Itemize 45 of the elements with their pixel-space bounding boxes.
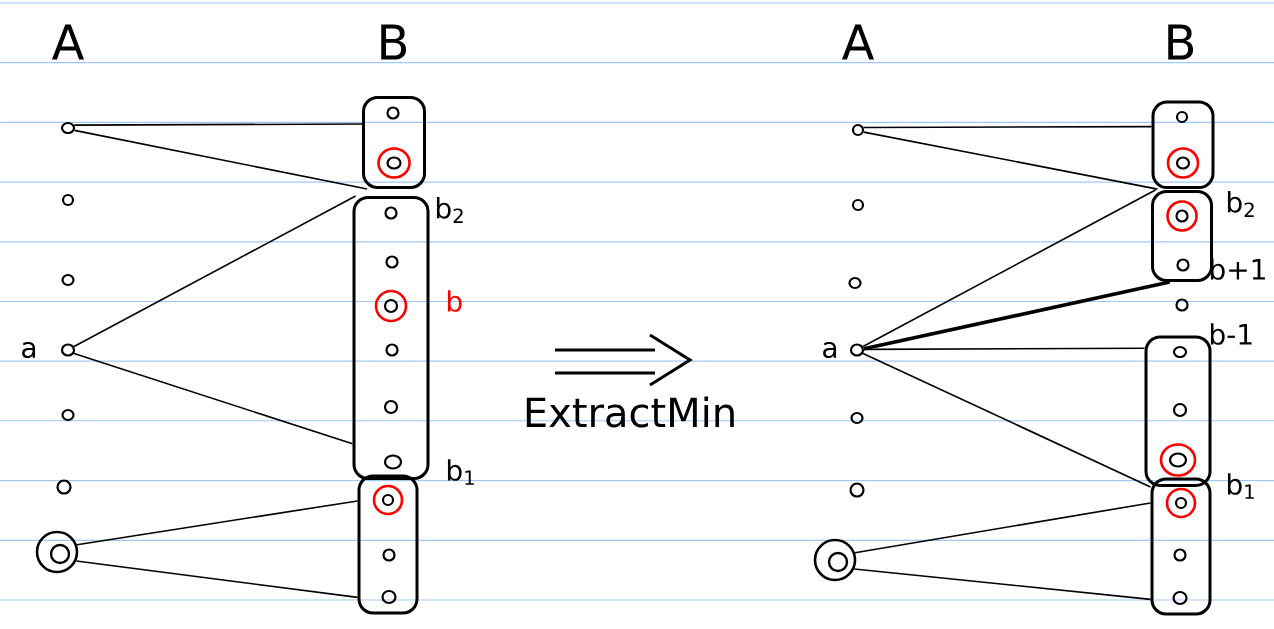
group-outline bbox=[1151, 100, 1215, 190]
connecting-line bbox=[862, 189, 1157, 348]
vertex-label: b$_{1}$ bbox=[1227, 473, 1254, 499]
column-heading: A bbox=[51, 24, 85, 60]
connecting-line bbox=[862, 352, 1152, 488]
connecting-line bbox=[73, 352, 354, 445]
column-heading: B bbox=[381, 24, 407, 60]
vertex-label: b$_{1}$ bbox=[447, 459, 474, 485]
highlight-ring bbox=[1166, 147, 1200, 179]
connecting-line bbox=[853, 568, 1152, 601]
highlight-ring bbox=[377, 147, 411, 179]
vertex-label: b-1 bbox=[1210, 323, 1252, 345]
connecting-line bbox=[862, 125, 1153, 129]
connecting-line bbox=[76, 500, 359, 546]
column-heading: A bbox=[841, 24, 874, 60]
vertex-label: a bbox=[22, 341, 36, 359]
spiral-vertex bbox=[813, 538, 857, 582]
highlight-ring bbox=[372, 484, 404, 516]
connecting-line bbox=[73, 195, 357, 348]
connecting-line bbox=[75, 560, 359, 599]
group-outline bbox=[1150, 477, 1212, 616]
highlight-ring bbox=[374, 289, 408, 323]
vertex-label: b$_{2}$ bbox=[436, 197, 463, 223]
group-outline bbox=[357, 474, 419, 615]
highlight-ring bbox=[1159, 443, 1197, 477]
vertex-dot bbox=[383, 454, 403, 470]
group-outline bbox=[1151, 190, 1213, 282]
connecting-line bbox=[862, 131, 1159, 190]
vertex-label: a bbox=[823, 341, 837, 359]
vertex-label: b bbox=[447, 290, 462, 312]
spiral-vertex bbox=[35, 530, 79, 574]
connecting-line bbox=[73, 123, 363, 126]
group-outline bbox=[362, 96, 426, 189]
highlight-ring bbox=[1166, 200, 1198, 232]
column-heading: B bbox=[1168, 24, 1194, 60]
connecting-line bbox=[863, 280, 1171, 351]
group-outline bbox=[1144, 335, 1212, 487]
vertex-dot bbox=[1168, 452, 1188, 468]
group-outline bbox=[352, 196, 430, 480]
operation-label: ExtractMin bbox=[526, 396, 734, 428]
connecting-line bbox=[863, 347, 1146, 351]
connecting-line bbox=[73, 129, 368, 190]
connecting-line bbox=[854, 502, 1152, 554]
vertex-label: b$_{2}$ bbox=[1227, 191, 1254, 217]
highlight-ring bbox=[1165, 487, 1197, 519]
